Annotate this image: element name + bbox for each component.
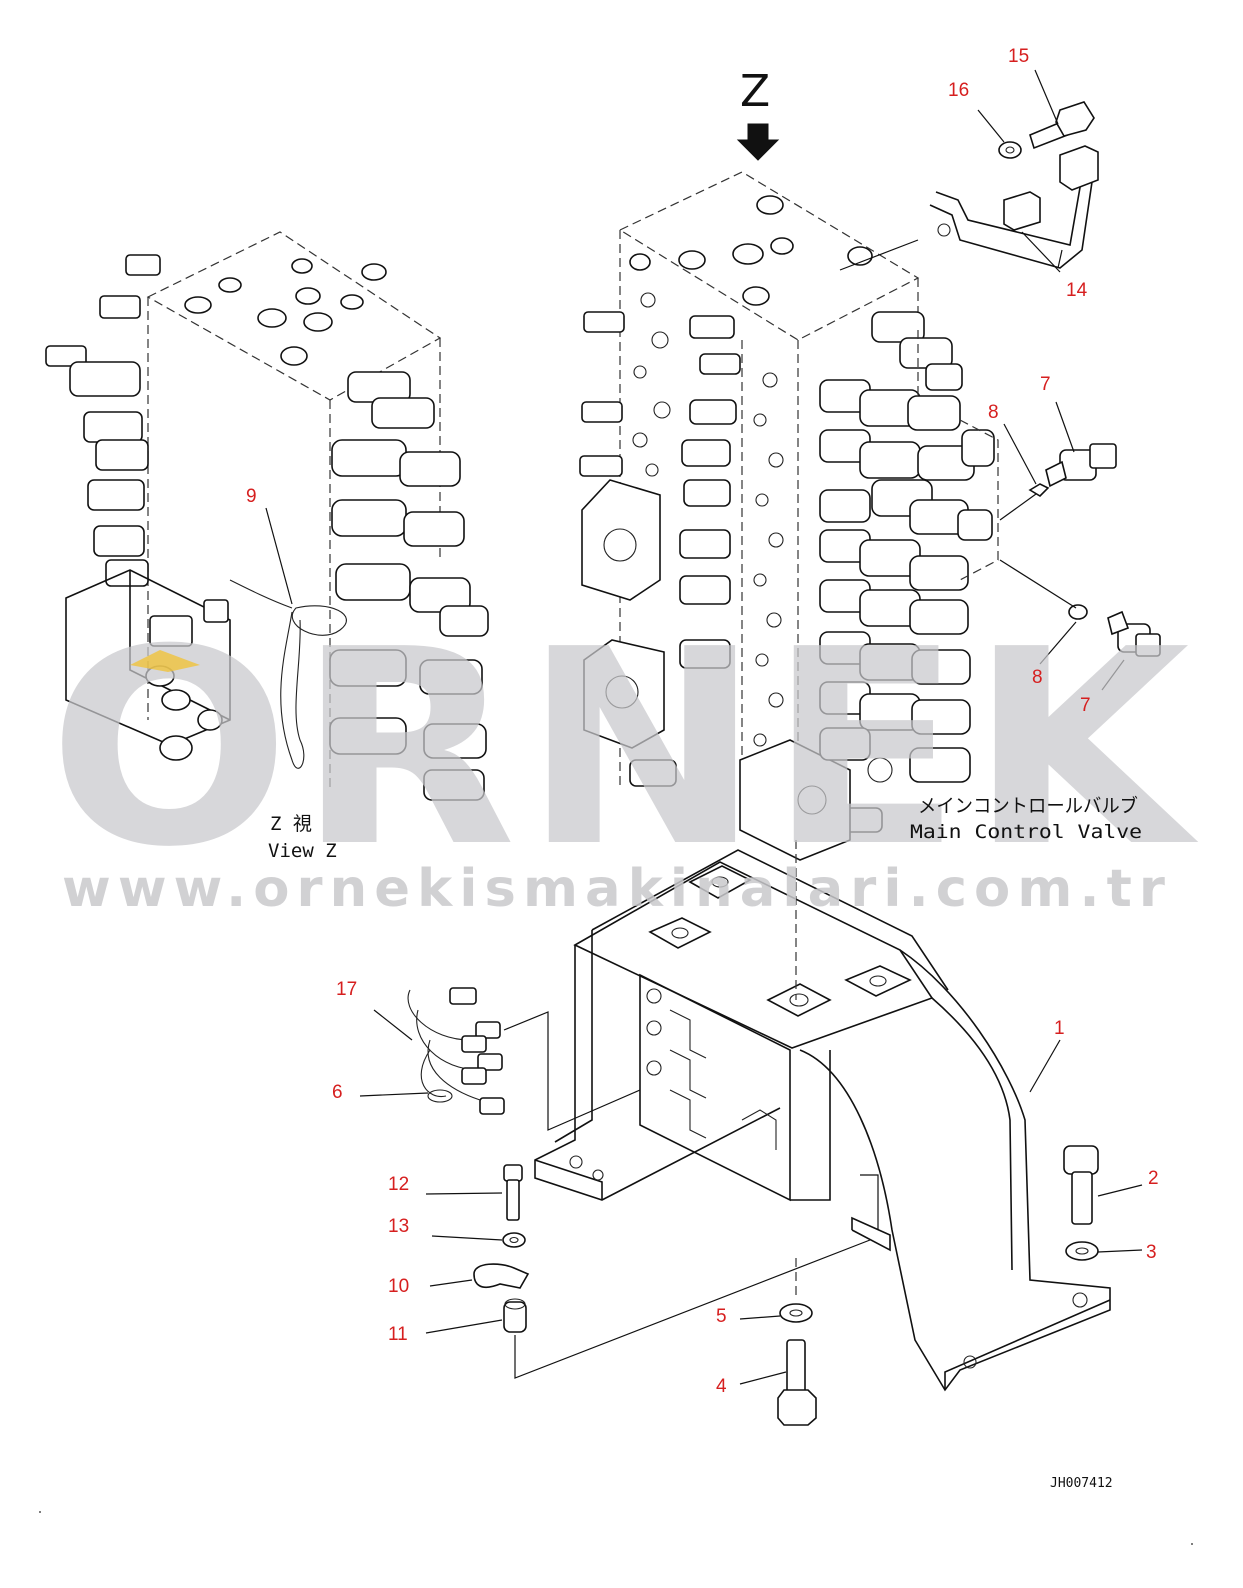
callout-numbers: 1 2 3 4 5 6 7 7 8 8 9 10 11 12 13 14 15 … [246,46,1159,1397]
callout-16: 16 [948,80,969,101]
scan-speck [1191,1543,1193,1545]
scan-speck [39,1511,41,1513]
callout-17: 17 [336,979,357,1000]
callout-7-lower: 7 [1080,695,1091,716]
sensor-bracket-drawing [839,101,1099,273]
pressure-sensors-drawing [999,443,1161,657]
watermark: ORNEK www.ornekismakinalari.com.tr [48,591,1200,919]
callout-12: 12 [388,1174,409,1195]
callout-3: 3 [1146,1242,1157,1263]
callout-10: 10 [388,1276,409,1297]
main-control-valve-label-en: Main Control Valve [910,821,1142,843]
view-z-valve-drawing [45,231,489,801]
callout-2: 2 [1148,1168,1159,1189]
hardware-bolts-drawing [473,840,1099,1426]
callout-9: 9 [246,486,257,507]
callout-13: 13 [388,1216,409,1237]
drawing-code: JH007412 [1050,1476,1113,1491]
callout-8-upper: 8 [988,402,999,423]
callout-11: 11 [388,1324,408,1345]
callout-6: 6 [332,1082,343,1103]
wiring-harness-drawing [407,987,641,1131]
callout-5: 5 [716,1306,727,1327]
watermark-accent-shape [130,650,200,672]
callout-leader-lines [265,69,1143,1385]
view-letter: Z [740,66,770,117]
watermark-brand: ORNEK [48,591,1200,906]
callout-4: 4 [716,1376,727,1397]
callout-8-lower: 8 [1032,667,1043,688]
main-control-valve-drawing [579,123,999,861]
callout-7-upper: 7 [1040,374,1051,395]
view-caption-jp: Z 視 [270,813,312,835]
view-caption-en: View Z [268,840,337,862]
callout-1: 1 [1054,1018,1065,1039]
watermark-url: www.ornekismakinalari.com.tr [62,859,1172,919]
callout-15: 15 [1008,46,1029,67]
valve-mount-bracket-drawing [534,849,1111,1392]
callout-14: 14 [1066,280,1088,301]
main-control-valve-label-jp: メインコントロールバルブ [918,794,1138,817]
